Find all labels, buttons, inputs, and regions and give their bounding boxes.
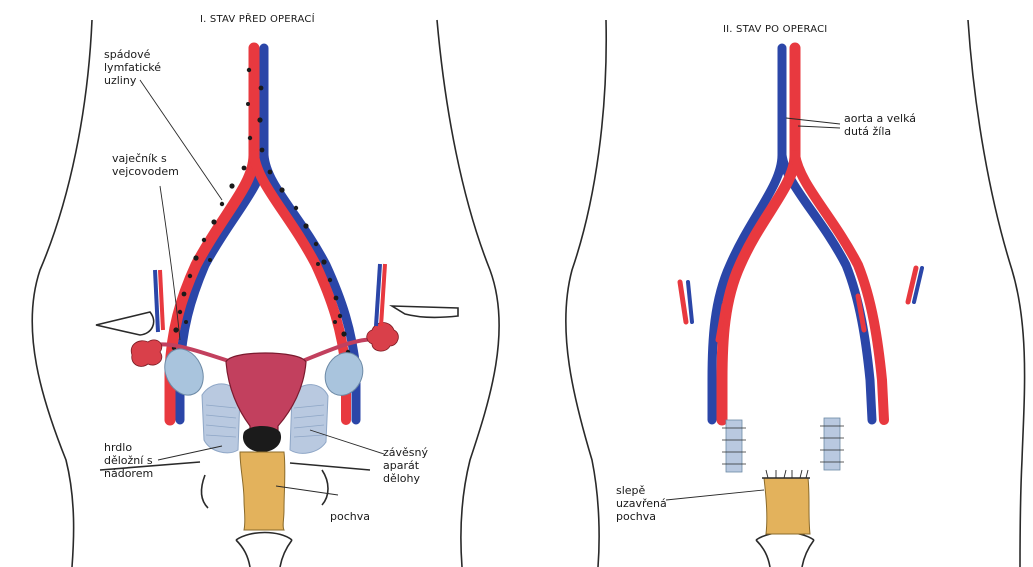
label-closed-vagina: slepě uzavřená pochva [616,484,667,523]
panel1-cervix-tumor [243,426,281,452]
panel2-ligament-stumps [722,418,844,472]
label-aorta-vena-cava: aorta a velká dutá žíla [844,112,916,138]
panel2-title: II. STAV PO OPERACI [723,24,827,35]
label-lymph-nodes: spádové lymfatické uzliny [104,48,161,87]
label-cervix-tumor: hrdlo děložní s nádorem [104,441,153,480]
panel2-vessels [680,48,922,420]
panel1-vagina [240,452,285,530]
panel1-fimbria-right [367,323,399,352]
panel1-fimbria-left [131,340,162,367]
label-suspensory-apparatus: závěsný aparát dělohy [383,446,428,485]
label-vagina: pochva [330,510,370,523]
label-ovary-tube: vaječník s vejcovodem [112,152,179,178]
panel2-closed-vagina-group [762,470,810,534]
panel2-closed-vagina [764,478,810,534]
panel1-title: I. STAV PŘED OPERACÍ [200,14,315,25]
